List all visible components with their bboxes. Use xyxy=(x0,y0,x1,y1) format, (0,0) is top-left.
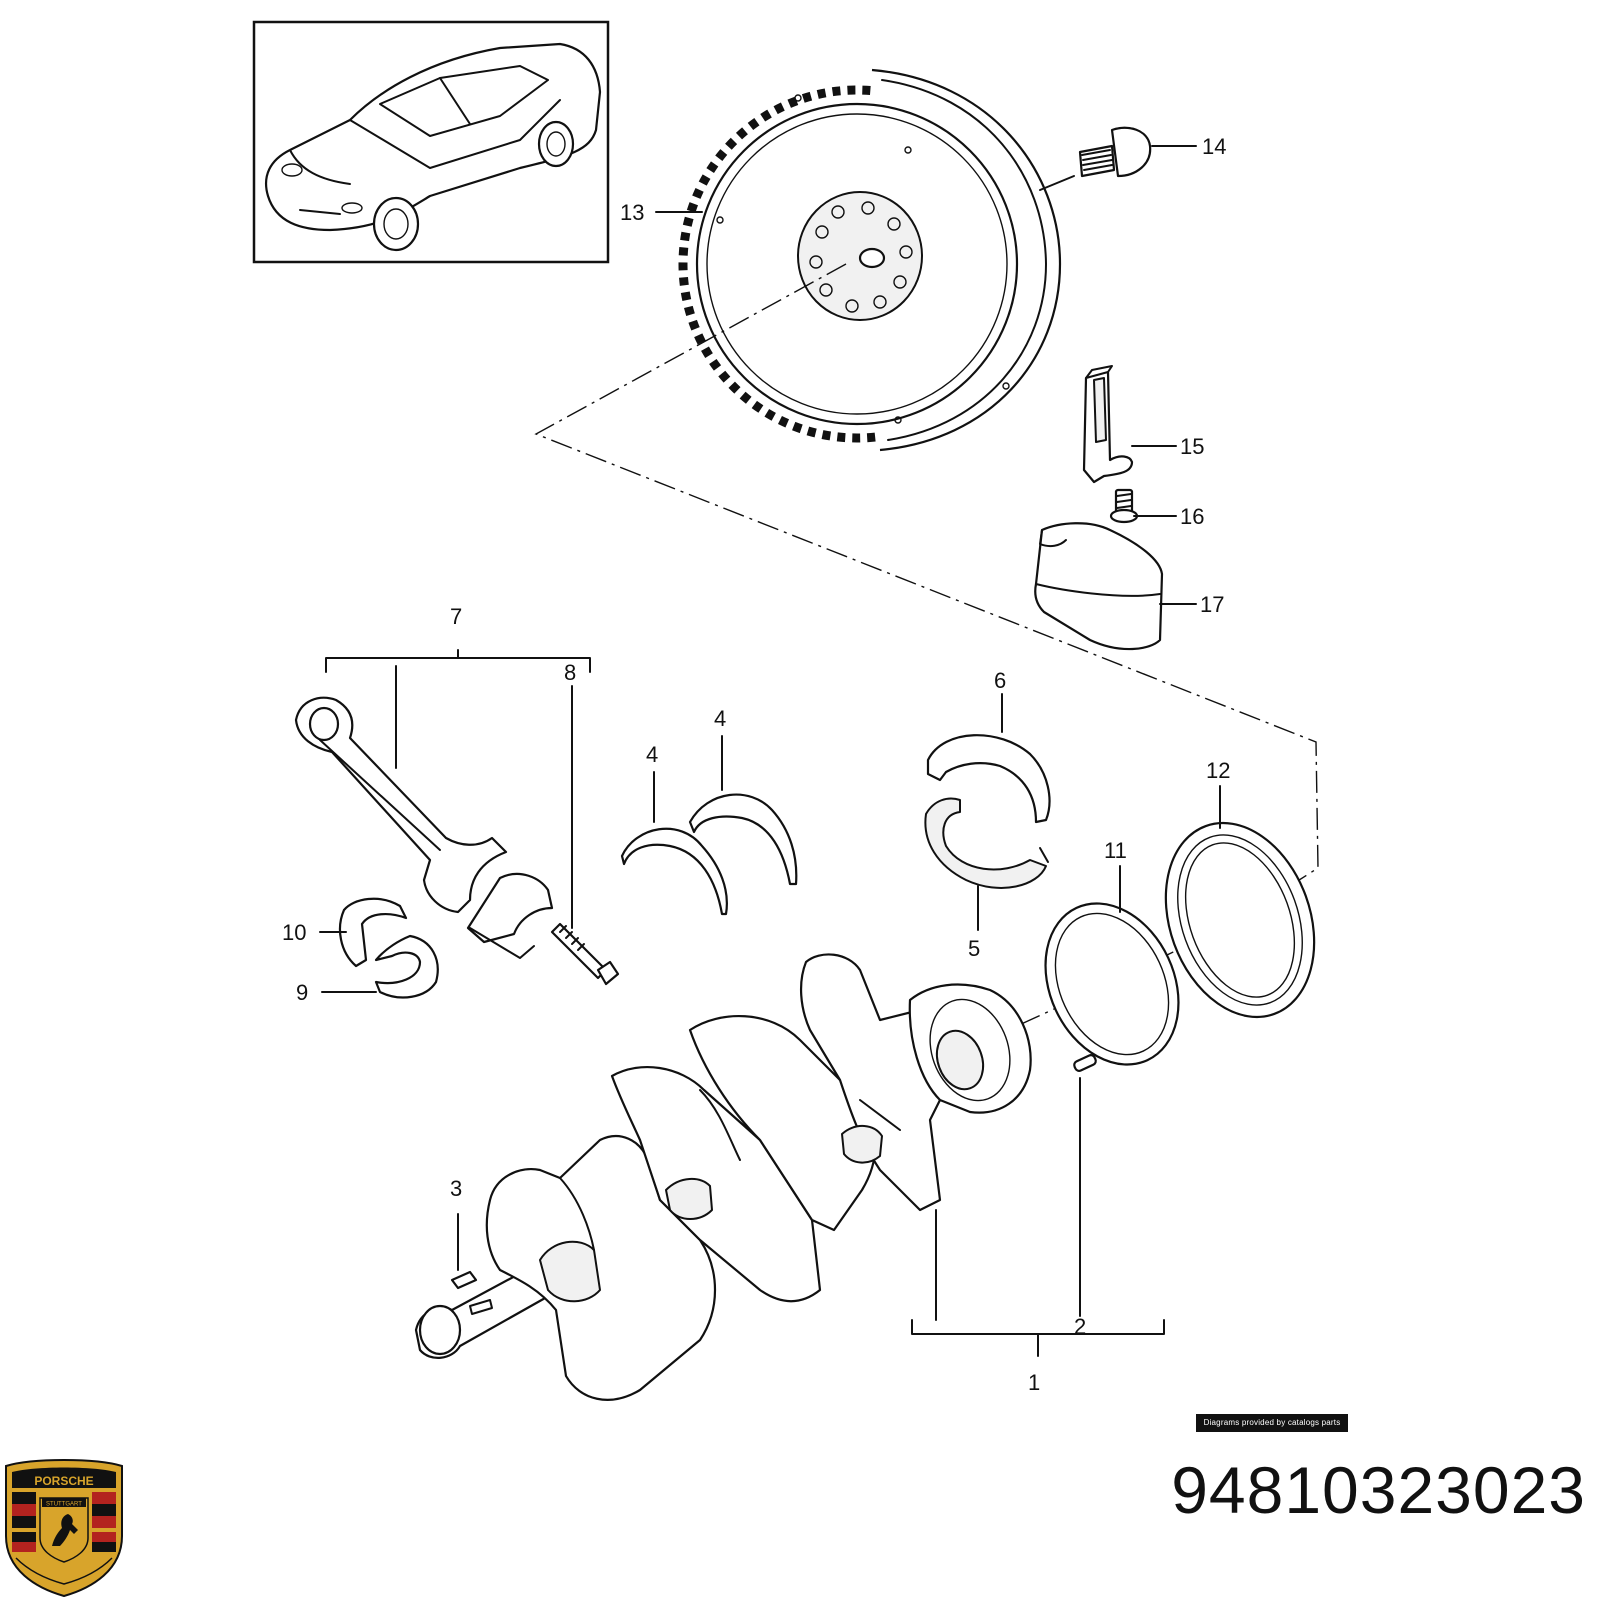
callout-9: 9 xyxy=(296,980,308,1005)
callout-11: 11 xyxy=(1104,838,1127,863)
key-part-3[interactable] xyxy=(450,1270,478,1290)
callout-2: 2 xyxy=(1074,1314,1086,1339)
callout-17: 17 xyxy=(1200,592,1224,617)
callout-10: 10 xyxy=(282,920,306,945)
seal-ring-part-11[interactable] xyxy=(1020,882,1203,1087)
callout-4a: 4 xyxy=(646,742,658,767)
callout-14: 14 xyxy=(1202,134,1226,159)
thrust-washer-part-4b[interactable] xyxy=(688,793,798,886)
connecting-rod-part-7[interactable] xyxy=(294,696,554,959)
callout-3: 3 xyxy=(450,1176,462,1201)
crankshaft-part-1[interactable] xyxy=(414,953,1032,1401)
callout-8: 8 xyxy=(564,660,576,685)
speed-sensor-part-15[interactable] xyxy=(1082,365,1134,484)
callout-16: 16 xyxy=(1180,504,1204,529)
callout-1: 1 xyxy=(1028,1370,1040,1395)
flywheel-part-13[interactable] xyxy=(678,68,1062,452)
cover-part-17[interactable] xyxy=(1034,522,1164,651)
shaft-seal-part-12[interactable] xyxy=(1140,802,1340,1038)
callout-13: 13 xyxy=(620,200,644,225)
porsche-crest-logo: PORSCHE STUTTGART xyxy=(5,1459,123,1598)
assembly-centerline xyxy=(534,263,1319,883)
callout-4b: 4 xyxy=(714,706,726,731)
callout-7: 7 xyxy=(450,604,462,629)
callout-6: 6 xyxy=(994,668,1006,693)
main-bearing-part-5[interactable] xyxy=(924,797,1049,889)
rod-bolt-part-8[interactable] xyxy=(550,922,620,986)
leader-lines xyxy=(319,145,1221,1357)
callout-5: 5 xyxy=(968,936,980,961)
svg-text:STUTTGART: STUTTGART xyxy=(46,1502,82,1508)
dowel-pin-part-2[interactable] xyxy=(1073,1054,1097,1072)
flywheel-bolt-part-14[interactable] xyxy=(1078,126,1152,178)
vehicle-thumbnail[interactable] xyxy=(252,20,610,264)
rod-bearing-part-9[interactable] xyxy=(374,934,439,999)
callout-15: 15 xyxy=(1180,434,1204,459)
thrust-washer-part-4a[interactable] xyxy=(620,827,728,916)
diagram-credit: Diagrams provided by catalogs parts xyxy=(1196,1414,1348,1432)
rod-bearing-part-10[interactable] xyxy=(338,897,408,968)
callout-12: 12 xyxy=(1206,758,1230,783)
main-bearing-part-6[interactable] xyxy=(926,734,1051,824)
car-drawing xyxy=(264,42,602,252)
svg-text:PORSCHE: PORSCHE xyxy=(34,1474,93,1488)
callouts: 1 2 3 4 4 5 6 7 8 9 10 11 12 13 14 15 16… xyxy=(282,134,1230,1395)
sensor-screw-part-16[interactable] xyxy=(1109,488,1139,524)
part-number: 94810323023 xyxy=(1171,1453,1586,1527)
flywheel-bolt-holes xyxy=(809,201,913,313)
